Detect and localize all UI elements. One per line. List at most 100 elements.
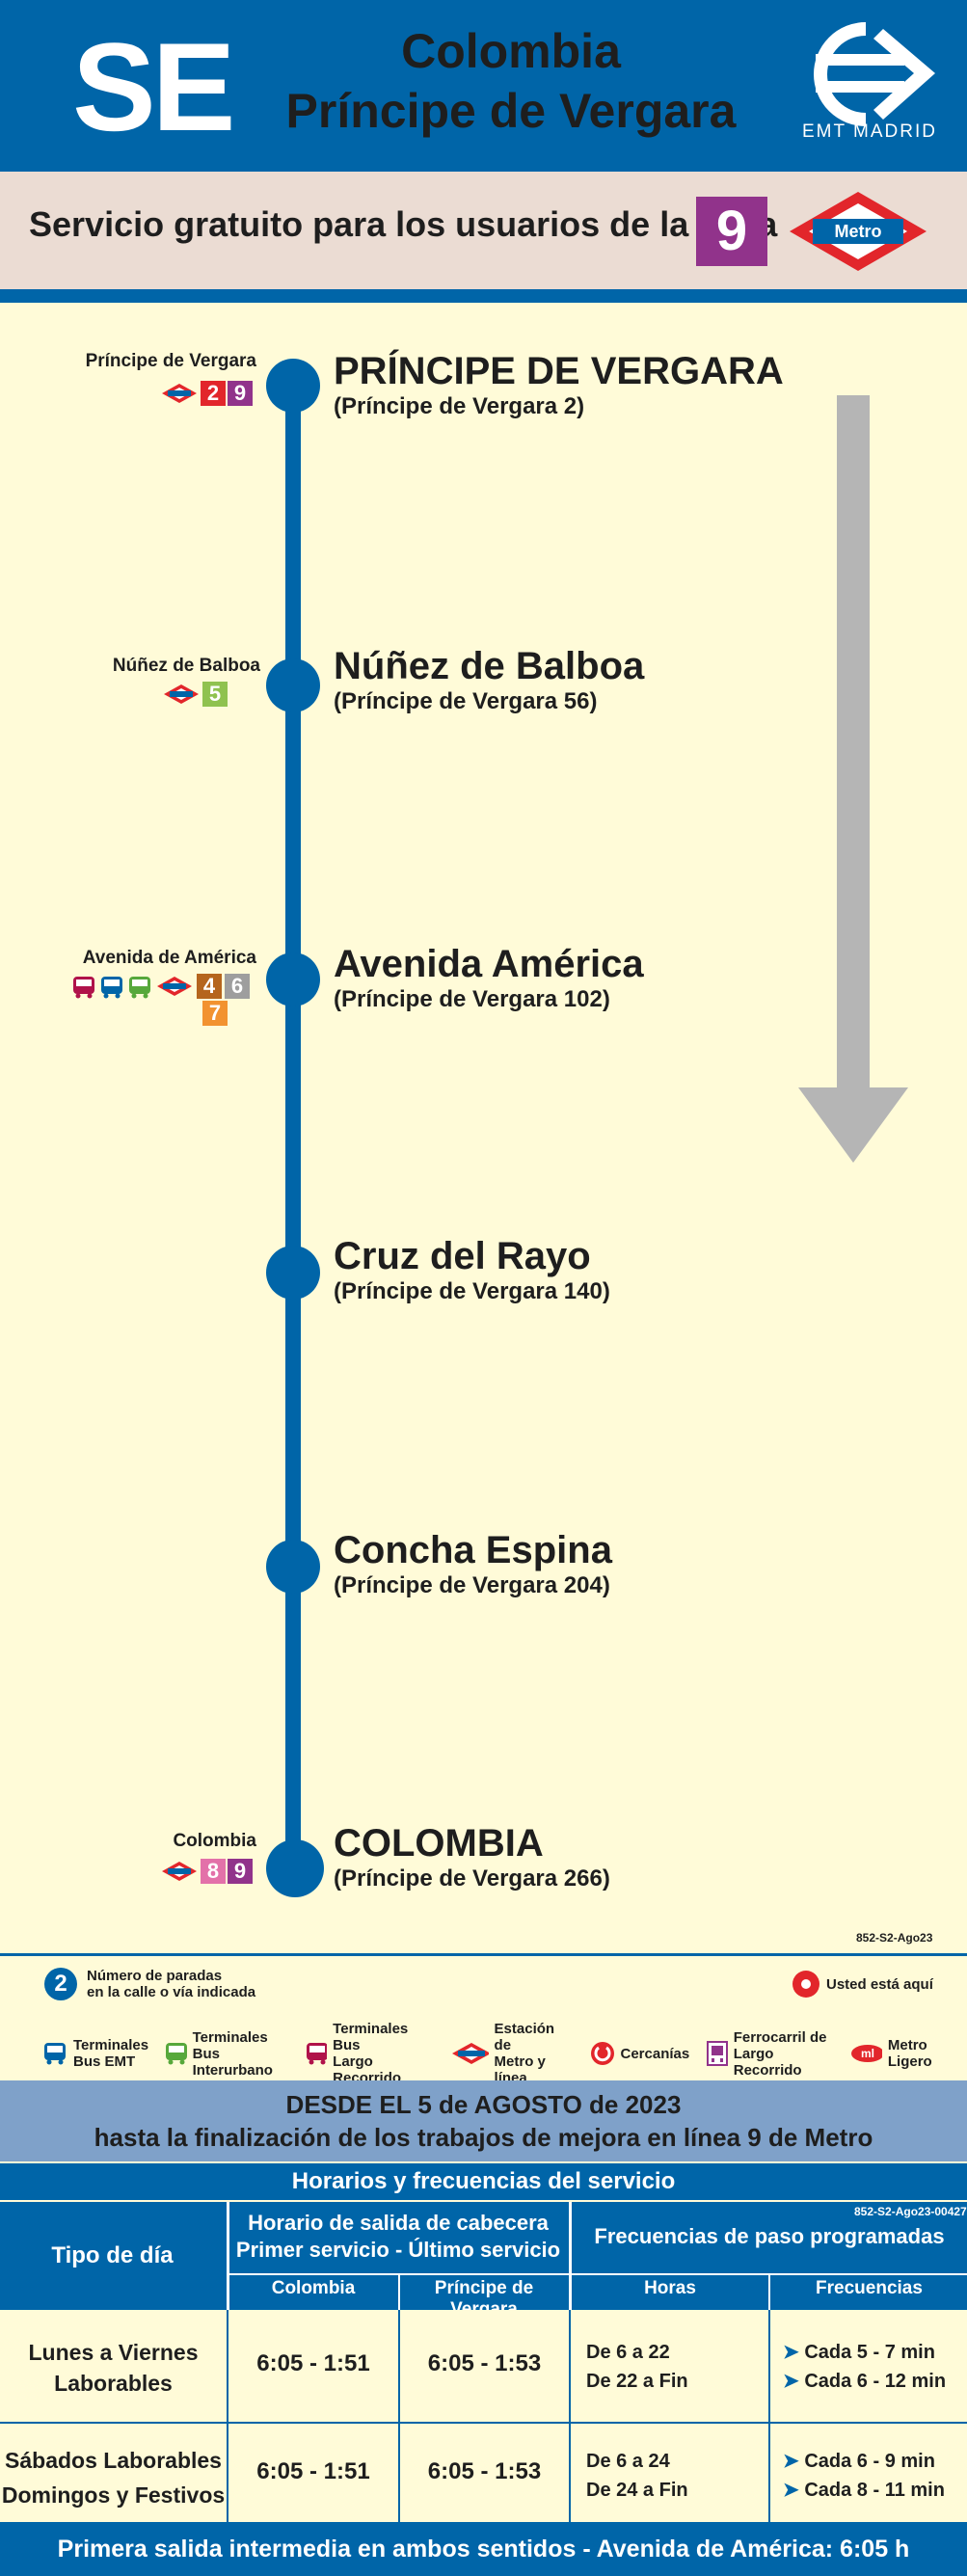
notice-line-2: hasta la finalización de los trabajos de…: [94, 2123, 873, 2152]
stop-name: Núñez de Balboa: [334, 645, 645, 687]
connection-label: Núñez de Balboa: [112, 656, 260, 676]
line-badge: 9: [228, 381, 253, 406]
schedule-title: Horarios y frecuencias del servicio: [0, 2163, 967, 2200]
header-band: [0, 0, 967, 172]
destination-line-2: Príncipe de Vergara: [285, 84, 737, 138]
metro-station-icon: [157, 977, 192, 996]
hours-text: De 6 a 22: [586, 2342, 670, 2363]
metro-station-icon: [451, 2043, 489, 2064]
stop-marker[interactable]: [266, 953, 320, 1006]
table-divider: [398, 2273, 400, 2310]
stop-marker[interactable]: [266, 359, 320, 413]
bus-interurban-icon: [166, 2043, 187, 2065]
stop-name: COLOMBIA: [334, 1822, 544, 1865]
stop-principe-de-vergara[interactable]: PRÍNCIPE DE VERGARA (Príncipe de Vergara…: [334, 349, 784, 420]
bus-interurban-icon: [129, 977, 150, 999]
stop-address: (Príncipe de Vergara 2): [334, 393, 585, 419]
schedule-header: [0, 2202, 967, 2310]
legend-text: Terminales Bus: [192, 2028, 268, 2062]
date-notice: DESDE EL 5 de AGOSTO de 2023 hasta la fi…: [0, 2080, 967, 2161]
metro-station-icon: [162, 1862, 197, 1881]
col-departures-line: Primer servicio - Último servicio: [235, 2238, 561, 2262]
line-badge: 6: [225, 974, 250, 999]
document-code: 852-S2-Ago23: [856, 1931, 933, 1945]
day-type-text: Domingos y Festivos: [1, 2482, 226, 2508]
row-divider: [0, 2422, 967, 2424]
train-long-distance-icon: [707, 2041, 728, 2066]
frequency-text: Cada 5 - 7 min: [804, 2342, 935, 2363]
line-badge: 2: [201, 381, 226, 406]
legend-text: Interurbano: [192, 2061, 273, 2079]
col-departures: Horario de salida de cabecera Primer ser…: [228, 2210, 568, 2264]
table-row-day: Sábados Laborables Domingos y Festivos: [0, 2443, 227, 2512]
legend-text: Bus EMT: [73, 2053, 136, 2070]
col-divider: [398, 2310, 400, 2522]
legend-text: Terminales: [73, 2037, 149, 2053]
day-type-text: Sábados Laborables: [5, 2448, 222, 2473]
col-day-type: Tipo de día: [51, 2242, 174, 2268]
legend-text: Estación de: [494, 2021, 555, 2053]
stop-concha-espina[interactable]: Concha Espina (Príncipe de Vergara 204): [334, 1528, 612, 1599]
notice-line-1: DESDE EL 5 de AGOSTO de 2023: [285, 2090, 682, 2119]
table-divider: [227, 2202, 229, 2310]
stop-marker[interactable]: [266, 1839, 324, 1897]
day-type-text: Lunes a Viernes: [28, 2340, 199, 2365]
legend-divider: [0, 1953, 967, 1956]
stop-cruz-del-rayo[interactable]: Cruz del Rayo (Príncipe de Vergara 140): [334, 1234, 610, 1305]
bus-emt-icon: [44, 2043, 66, 2065]
col-frequencies: Frecuencias de paso programadas: [594, 2224, 945, 2248]
col-divider: [768, 2310, 770, 2522]
stop-avenida-america[interactable]: Avenida América (Príncipe de Vergara 102…: [334, 942, 644, 1013]
hours-text: De 24 a Fin: [586, 2480, 688, 2501]
hours-text: De 22 a Fin: [586, 2371, 688, 2392]
you-are-here-label: Usted está aquí: [826, 1976, 933, 1993]
metro-station-icon: [162, 384, 197, 403]
legend-text: Cercanías: [620, 2045, 690, 2062]
legend-text: Número de paradas: [87, 1968, 223, 1984]
bus-emt-icon: [101, 977, 122, 999]
cercanias-icon: [590, 2042, 614, 2065]
frequency-cell: ➤ Cada 5 - 7 min ➤ Cada 6 - 12 min: [783, 2342, 947, 2392]
legend-text: Terminales Bus: [333, 2021, 409, 2053]
line-badge: 4: [197, 974, 222, 999]
first-last-principe: 6:05 - 1:53: [427, 2458, 542, 2484]
schedule-body: [0, 2310, 967, 2522]
bus-long-distance-icon: [306, 2043, 328, 2065]
day-type-text: Laborables: [54, 2371, 173, 2396]
col-divider: [569, 2310, 571, 2522]
legend-text: Ferrocarril de: [733, 2028, 827, 2046]
connection-lines: 8 9: [160, 1859, 253, 1884]
line-badge: 5: [202, 682, 228, 707]
stops-count-badge: 2: [44, 1968, 77, 2000]
subcol-hours: Horas: [644, 2278, 696, 2298]
frequency-text: Cada 6 - 9 min: [804, 2451, 935, 2472]
legend-item: Cercanías: [590, 2040, 690, 2067]
stop-address: (Príncipe de Vergara 56): [334, 688, 598, 714]
frequency-text: Cada 8 - 11 min: [804, 2480, 945, 2501]
destination-line-1: Colombia: [401, 24, 621, 78]
destination-title: Colombia Príncipe de Vergara: [251, 21, 771, 141]
line-badge: 9: [228, 1859, 253, 1884]
stop-marker[interactable]: [266, 1540, 320, 1594]
table-row-day: Lunes a Viernes Laborables: [0, 2337, 227, 2399]
hours-cell: De 6 a 24 De 24 a Fin: [586, 2447, 688, 2505]
connection-lines: 2 9: [160, 381, 253, 406]
subcol-frequencies: Frecuencias: [816, 2278, 923, 2298]
first-last-colombia: 6:05 - 1:51: [256, 2350, 370, 2376]
operator-name: EMT MADRID: [802, 121, 937, 142]
stop-marker[interactable]: [266, 1246, 320, 1300]
stop-marker[interactable]: [266, 658, 320, 712]
table-divider: [228, 2273, 967, 2275]
metro-ligero-icon: ml: [851, 2045, 882, 2062]
direction-arrow-shaft: [837, 395, 870, 1089]
stop-address: (Príncipe de Vergara 102): [334, 986, 610, 1012]
you-are-here-icon: [792, 1971, 819, 1998]
line-badge: 8: [201, 1859, 226, 1884]
stop-colombia[interactable]: COLOMBIA (Príncipe de Vergara 266): [334, 1821, 610, 1892]
stop-nunez-de-balboa[interactable]: Núñez de Balboa (Príncipe de Vergara 56): [334, 644, 644, 715]
